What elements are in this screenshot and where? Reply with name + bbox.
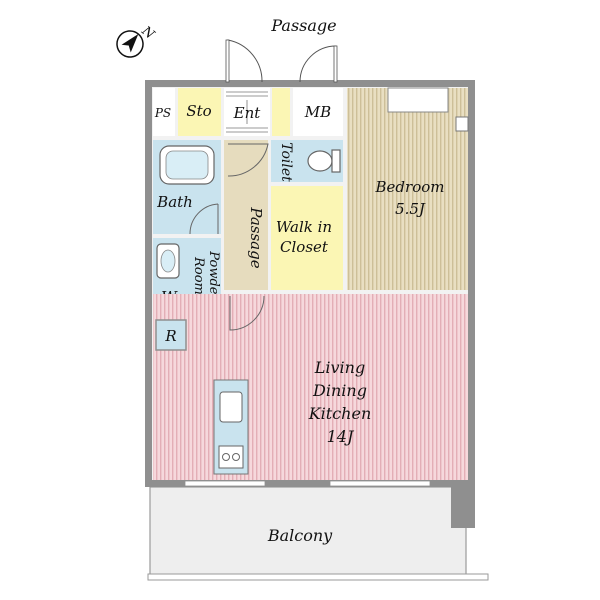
bedroom xyxy=(347,88,468,290)
passage-door-icon xyxy=(227,143,269,177)
mb-label: MB xyxy=(304,103,331,121)
inner-passage-label: Passage xyxy=(247,206,265,268)
ldk-label-1: Living xyxy=(314,358,365,377)
mb-room xyxy=(293,88,343,136)
bathtub-inner xyxy=(165,150,209,180)
powder-label-2: Room xyxy=(191,256,206,295)
ldk-label-4: 14J xyxy=(327,427,355,446)
sto-room xyxy=(178,88,221,136)
bedroom-small-box xyxy=(455,116,469,132)
bath-label: Bath xyxy=(156,193,193,211)
walk-in-label-2: Closet xyxy=(280,238,329,256)
compass-icon xyxy=(116,30,144,58)
walk-in-label-1: Walk in xyxy=(276,218,332,236)
balcony-label: Balcony xyxy=(267,526,333,545)
toilet-bowl-icon xyxy=(307,150,333,172)
balcony-area xyxy=(149,486,467,580)
stove-icon xyxy=(218,445,244,469)
balcony-windows xyxy=(184,480,431,487)
mb-door-icon xyxy=(299,45,337,83)
ent-shoebox xyxy=(272,88,290,136)
entrance-step-lines xyxy=(226,91,268,133)
powder-label-1: Powder xyxy=(206,250,221,301)
sto-label: Sto xyxy=(186,102,211,120)
kitchen-sink-icon xyxy=(219,391,243,423)
ldk-door-icon xyxy=(229,295,265,331)
ent-label: Ent xyxy=(233,104,262,122)
burner-2 xyxy=(232,453,240,461)
entrance-door-icon xyxy=(227,39,263,83)
ldk-label-3: Kitchen xyxy=(308,404,372,423)
ldk-room xyxy=(153,294,468,480)
burner-1 xyxy=(222,453,230,461)
ps-label: PS xyxy=(154,106,171,120)
inner-passage xyxy=(224,140,268,290)
balcony-rail xyxy=(147,573,489,581)
bedroom-label-2: 5.5J xyxy=(395,200,426,218)
walk-in-closet xyxy=(271,186,343,290)
r-label-over: R xyxy=(164,327,176,345)
toilet-tank-icon xyxy=(331,149,341,173)
entrance-door-leaf xyxy=(225,39,230,83)
bath-door-icon xyxy=(189,203,219,235)
toilet-label: Toilet xyxy=(278,142,294,182)
ps-room xyxy=(153,88,175,136)
sink-basin xyxy=(160,249,176,273)
mb-door-leaf xyxy=(333,45,338,83)
bedroom-window-box xyxy=(387,87,449,113)
passage-top-label: Passage xyxy=(270,16,336,35)
r-closet-over xyxy=(155,319,187,351)
bedroom-label-1: Bedroom xyxy=(375,178,445,196)
ldk-label-2: Dining xyxy=(312,381,367,400)
